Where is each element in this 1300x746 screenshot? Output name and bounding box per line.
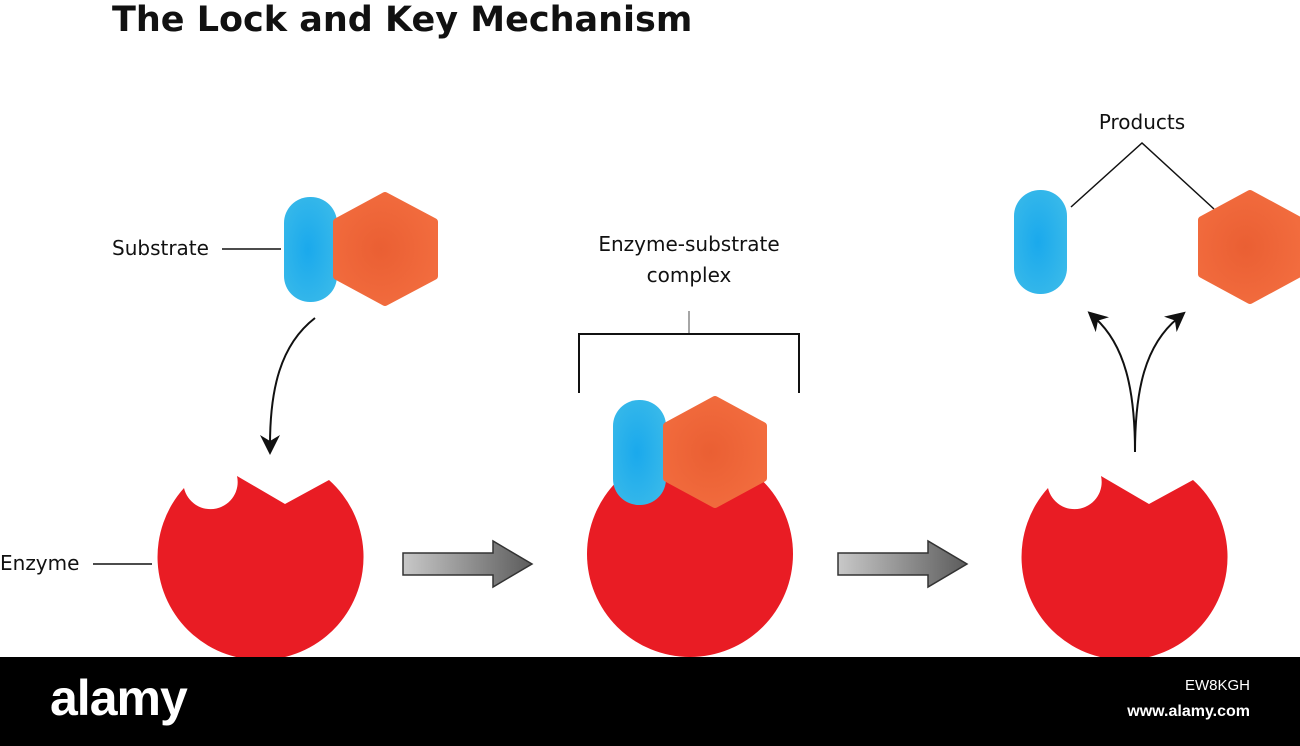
complex-bracket <box>578 333 800 393</box>
substrate-label: Substrate <box>112 236 209 260</box>
brand-logo: alamy <box>50 670 188 726</box>
release-arrow-right <box>1134 311 1186 453</box>
bound-substrate-blue <box>613 400 666 505</box>
substrate-orange-piece <box>333 192 438 306</box>
product-blue <box>1014 190 1067 294</box>
enzyme-1 <box>157 476 364 657</box>
enzyme-3 <box>1021 476 1228 657</box>
transition-arrow-1 <box>402 539 534 589</box>
watermark-footer: alamy EW8KGH www.alamy.com <box>0 657 1300 746</box>
enzyme-label: Enzyme <box>0 551 79 575</box>
stage-2: Enzyme-substrate complex <box>578 232 800 657</box>
transition-arrow-2 <box>837 539 969 589</box>
stage-1: Substrate Enzyme <box>0 192 438 657</box>
product-orange <box>1198 190 1300 304</box>
substrate-blue-piece <box>284 197 337 302</box>
complex-label-line1: Enzyme-substrate <box>598 232 779 256</box>
products-label: Products <box>1099 110 1185 134</box>
site-url: www.alamy.com <box>1127 703 1250 720</box>
bound-substrate-orange <box>663 396 767 508</box>
binding-arrow <box>260 317 316 455</box>
stage-3: Products <box>1014 110 1300 657</box>
image-id: EW8KGH <box>1184 677 1250 694</box>
lock-and-key-diagram: The Lock and Key Mechanism Substrate Enz… <box>0 0 1300 657</box>
release-arrow-left <box>1087 311 1136 453</box>
complex-label-line2: complex <box>647 263 732 287</box>
products-leader-lines <box>1070 141 1215 210</box>
diagram-title: The Lock and Key Mechanism <box>112 0 692 40</box>
